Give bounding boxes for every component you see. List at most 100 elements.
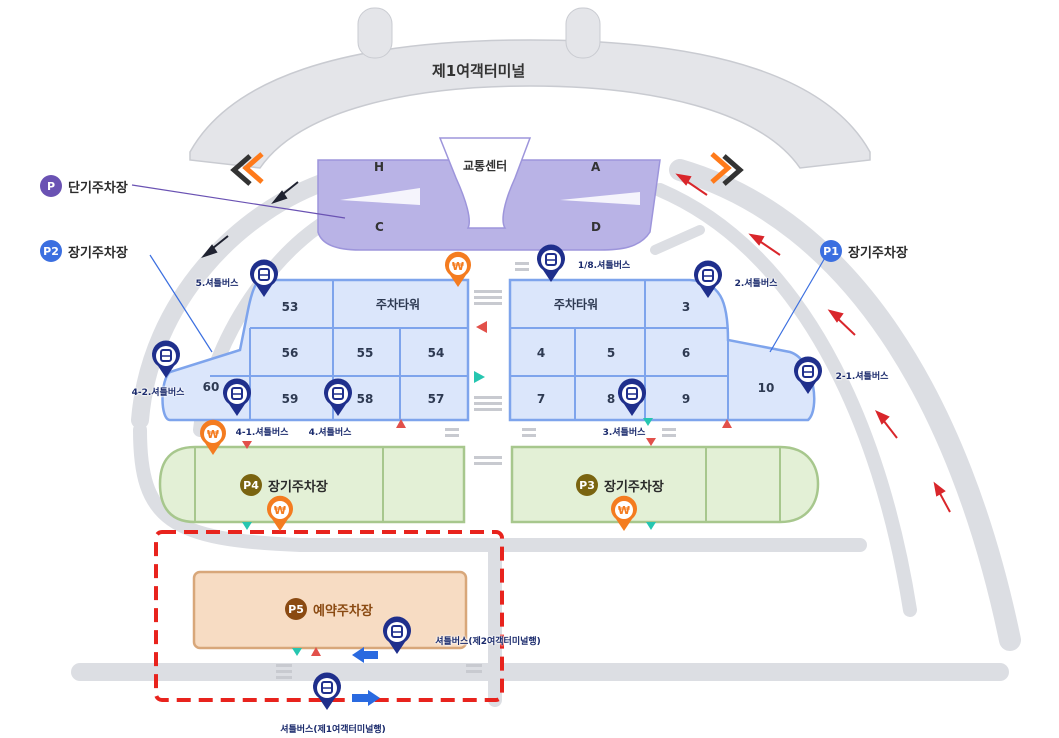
won-icon: ₩	[618, 504, 630, 517]
terminal-pier-right	[565, 7, 601, 59]
lot-9[interactable]: 9	[681, 392, 691, 406]
shuttle-pin-4[interactable]	[324, 378, 353, 416]
section-h: H	[374, 160, 385, 174]
zone-short-term[interactable]: P 단기주차장	[40, 175, 128, 197]
traffic-arrows-west	[201, 181, 299, 259]
lot-60[interactable]: 60	[202, 380, 220, 394]
lot-58[interactable]: 58	[356, 392, 374, 406]
toll-pin-2[interactable]: ₩	[200, 419, 226, 455]
shuttle-label-4-2: 4-2.셔틀버스	[131, 388, 185, 398]
p1-leader-line	[769, 255, 827, 353]
ramp-hc	[340, 188, 420, 205]
right-block-grid	[510, 280, 729, 420]
road-west-curve	[131, 171, 339, 429]
shuttle-pin-1-8[interactable]	[537, 244, 566, 282]
zone-p1-label: 장기주차장	[848, 245, 908, 261]
terminal-title: 제1여객터미널	[432, 62, 526, 80]
shuttle-label-4-1: 4-1.셔틀버스	[235, 428, 289, 438]
won-icon: ₩	[207, 428, 219, 441]
p3-lot	[510, 445, 820, 524]
parking-badge-p2: P2	[40, 240, 62, 262]
shuttle-label-5: 5.셔틀버스	[195, 279, 239, 289]
lot-8[interactable]: 8	[606, 392, 616, 406]
road-east-curve	[669, 159, 1021, 651]
zone-p2-label: 장기주차장	[68, 245, 128, 261]
left-parking-block	[161, 278, 470, 422]
shuttle-pin-t2[interactable]	[382, 616, 411, 654]
p5-direction-arrows	[352, 647, 380, 706]
shuttle-label-3: 3.셔틀버스	[602, 428, 646, 438]
shuttle-pin-3[interactable]	[618, 378, 647, 416]
toll-pin-3[interactable]: ₩	[267, 495, 294, 531]
lot-7[interactable]: 7	[536, 392, 546, 406]
entry-exit-markers	[242, 321, 732, 656]
zone-p3-label: 장기주차장	[604, 479, 664, 495]
lot-4[interactable]: 4	[536, 346, 546, 360]
parking-badge-p1: P1	[820, 240, 842, 262]
crosswalks	[276, 262, 676, 679]
short-term-leader-line	[131, 184, 346, 219]
lot-55[interactable]: 55	[356, 346, 374, 360]
shuttle-pin-2-1[interactable]	[794, 356, 822, 394]
lot-59[interactable]: 59	[281, 392, 299, 406]
section-c: C	[375, 220, 384, 234]
won-icon: ₩	[452, 260, 464, 273]
right-parking-tower[interactable]: 주차타워	[553, 297, 599, 312]
road-south	[133, 423, 867, 552]
left-block-grid	[210, 280, 468, 420]
shuttle-pin-5[interactable]	[250, 259, 278, 297]
zone-p1[interactable]: P1 장기주차장	[820, 240, 908, 262]
shuttle-label-2: 2.셔틀버스	[734, 279, 778, 289]
shuttle-pin-2[interactable]	[694, 260, 723, 298]
toll-pin-4[interactable]: ₩	[611, 495, 637, 531]
chevron-icons-right	[710, 152, 744, 186]
parking-badge-p4: P4	[240, 474, 262, 496]
p4-lot	[158, 445, 466, 524]
shuttle-pin-4-2[interactable]	[152, 340, 180, 378]
reservation-highlight-box	[154, 530, 504, 702]
parking-badge-p5: P5	[285, 598, 307, 620]
left-parking-tower[interactable]: 주차타워	[375, 297, 421, 312]
p2-leader-line	[149, 254, 213, 353]
lot-56[interactable]: 56	[281, 346, 299, 360]
shuttle-label-1-8: 1/8.셔틀버스	[577, 261, 631, 271]
lot-10[interactable]: 10	[757, 381, 775, 395]
road-east-inner	[653, 183, 917, 617]
terminal-pier-left	[357, 7, 393, 59]
left-block-outline	[161, 278, 470, 422]
lot-57[interactable]: 57	[427, 392, 445, 406]
chevron-icons-left	[230, 152, 264, 186]
transport-center-core	[438, 137, 532, 229]
shuttle-pins	[152, 244, 822, 710]
section-d: D	[591, 220, 601, 234]
terminal-building	[189, 7, 871, 169]
shuttle-pin-4-1[interactable]	[223, 378, 251, 416]
won-icon: ₩	[274, 504, 286, 517]
parking-badge-p3: P3	[576, 474, 598, 496]
zone-p4[interactable]: P4 장기주차장	[240, 474, 328, 496]
terminal-arc	[189, 39, 871, 169]
ramp-ad	[560, 192, 640, 205]
shuttle-label-4: 4.셔틀버스	[308, 428, 352, 438]
lot-6[interactable]: 6	[681, 346, 691, 360]
traffic-arrows-east	[675, 173, 951, 513]
zone-p3[interactable]: P3 장기주차장	[576, 474, 664, 496]
zone-p5[interactable]: P5 예약주차장	[285, 598, 373, 620]
zone-short-term-label: 단기주차장	[68, 180, 128, 196]
road-connector	[650, 225, 705, 255]
shuttle-label-t2: 셔틀버스(제2여객터미널행)	[435, 637, 541, 647]
lot-3[interactable]: 3	[681, 300, 691, 314]
zone-p4-label: 장기주차장	[268, 479, 328, 495]
toll-pin-1[interactable]: ₩	[445, 251, 472, 287]
shuttle-pin-t1[interactable]	[313, 672, 341, 710]
toll-pins: ₩ ₩ ₩ ₩	[200, 251, 637, 531]
section-a: A	[591, 160, 601, 174]
parking-badge-p: P	[40, 175, 62, 197]
lot-5[interactable]: 5	[606, 346, 616, 360]
shuttle-label-2-1: 2-1.셔틀버스	[835, 372, 889, 382]
zone-p2[interactable]: P2 장기주차장	[40, 240, 128, 262]
lot-53[interactable]: 53	[281, 300, 299, 314]
lot-54[interactable]: 54	[427, 346, 445, 360]
zone-p5-label: 예약주차장	[313, 603, 373, 619]
